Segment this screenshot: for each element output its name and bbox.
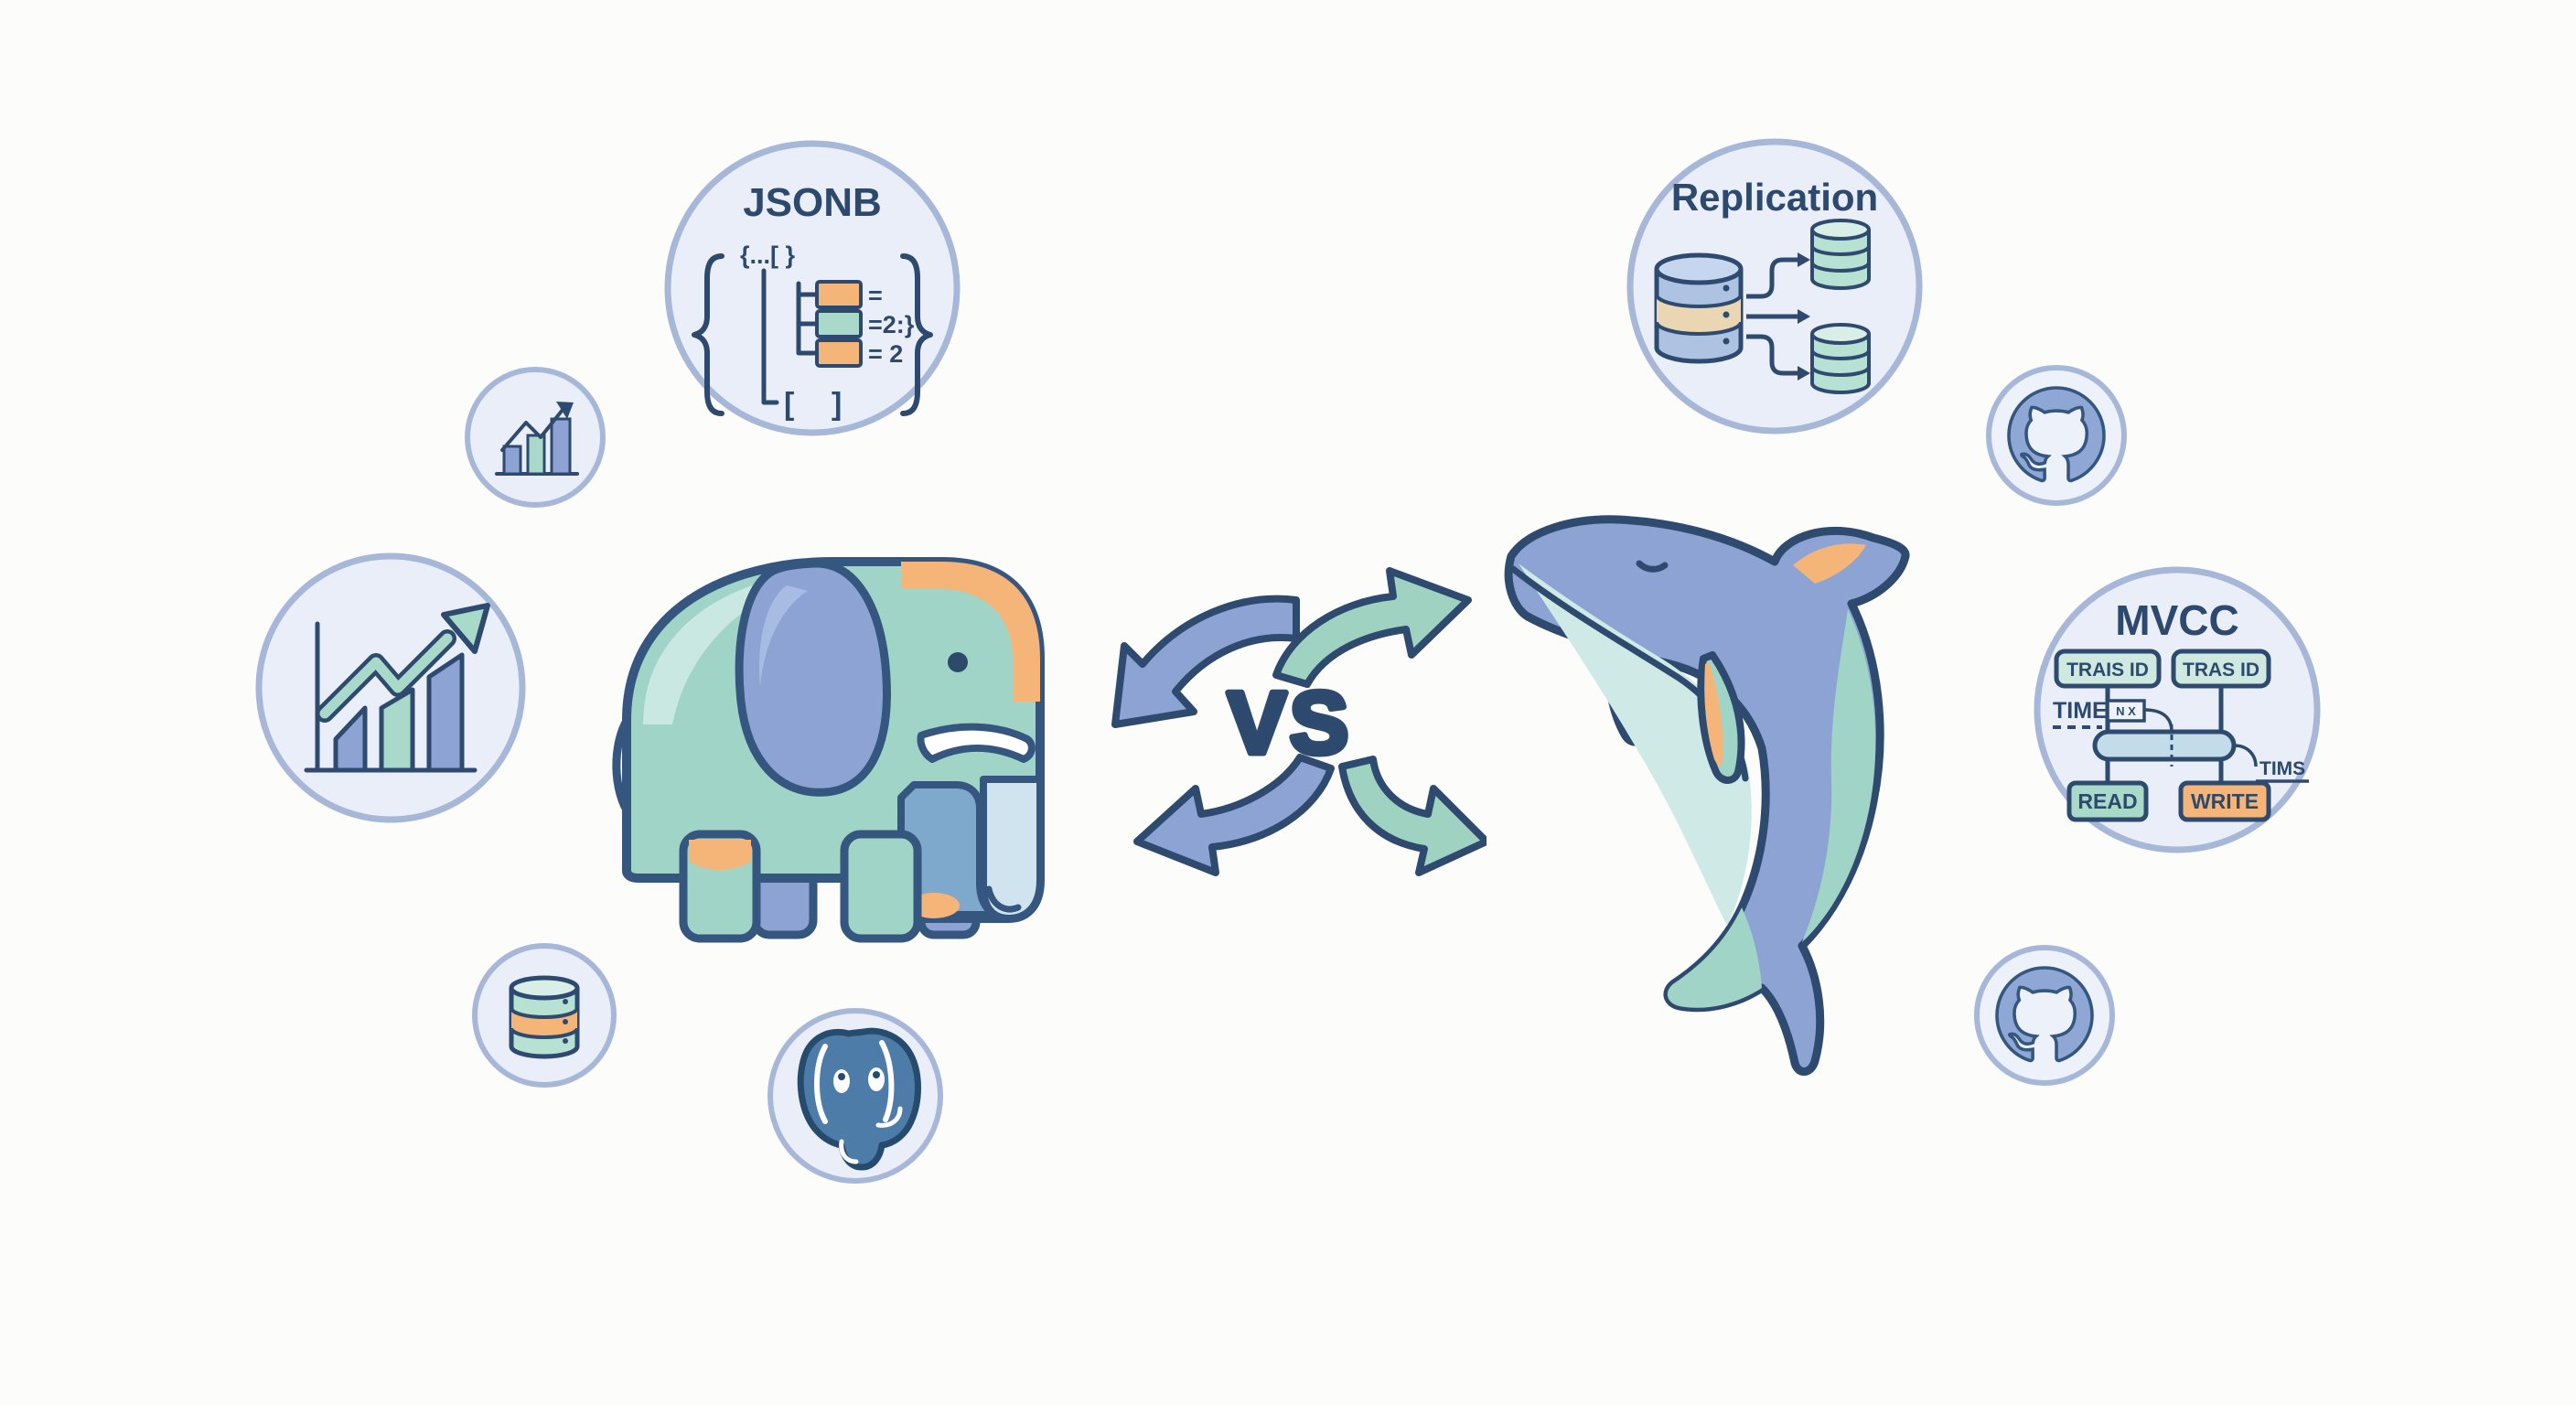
elephant-body-highlight	[643, 571, 835, 724]
txn-left-label: TRAIS ID	[2066, 660, 2149, 681]
write-label: WRITE	[2191, 789, 2259, 813]
mvcc-diagram: TRAIS ID TRAS ID TIME N X TIMS READ WRIT…	[2053, 649, 2309, 822]
tree-branch-lines	[796, 281, 818, 356]
elephant-eye	[948, 652, 968, 672]
json-field-rect-green	[815, 309, 863, 338]
replica-database-icon	[1810, 219, 1871, 290]
elephant-ear	[735, 559, 891, 797]
database-cylinder-icon	[509, 975, 580, 1059]
left-brace-icon	[692, 253, 724, 416]
swap-arrow-green-bottom	[1338, 756, 1487, 876]
replication-title: Replication	[1671, 176, 1878, 219]
vs-label: VS	[1228, 674, 1352, 772]
dolphin-eye	[1636, 560, 1669, 573]
elephant-trunk	[980, 776, 1044, 922]
badge-circle	[664, 140, 961, 436]
json-row-label: = 2	[868, 340, 903, 368]
postgresql-logo-badge	[767, 1008, 943, 1184]
right-brace-icon	[900, 253, 933, 416]
growth-chart-badge	[255, 552, 526, 823]
elephant-ear-highlight	[759, 585, 808, 686]
trend-arrow-fill	[319, 633, 453, 719]
version-pill	[2092, 729, 2237, 762]
nx-label: N X	[2116, 704, 2136, 718]
dolphin-tail-fluke	[1667, 907, 1762, 1008]
mvcc-badge: MVCC TRAIS ID TRAS ID TIME N X TIMS READ…	[2034, 566, 2321, 853]
elephant-leg-accent	[689, 840, 751, 870]
json-row-label: =	[868, 282, 883, 309]
replication-cylinders-icon	[1654, 219, 1871, 394]
elephant-head-accent	[901, 562, 1040, 702]
bracket-close: ]	[832, 387, 842, 422]
trend-arrowhead-icon	[441, 603, 490, 654]
replication-arrowhead-icon	[1798, 252, 1810, 381]
tree-stem-line	[761, 268, 779, 405]
database-badge	[472, 943, 617, 1088]
read-box	[2066, 780, 2149, 822]
jsonb-code-top: {...[ }	[740, 241, 796, 269]
github-badge-bottom	[1974, 945, 2115, 1086]
replication-badge: Replication	[1626, 138, 1923, 434]
jsonb-title: JSONB	[743, 180, 882, 225]
bracket-open: [	[784, 387, 794, 422]
swap-arrow-blue-bottom	[1133, 754, 1335, 876]
mysql-dolphin-illustration	[1504, 515, 1910, 1076]
time-label: TIME	[2053, 698, 2108, 724]
replica-database-icon	[1810, 323, 1871, 394]
txn-right-box	[2171, 649, 2271, 689]
write-box	[2178, 780, 2271, 822]
github-badge-top	[1986, 365, 2127, 506]
dolphin-fin-accent	[1704, 662, 1723, 767]
swap-arrow-green-top	[1272, 567, 1472, 688]
elephant-trunk-curl	[985, 885, 1022, 913]
read-label: READ	[2077, 789, 2137, 813]
mini-bar-chart-icon	[495, 402, 579, 476]
swap-arrow-blue-top	[1111, 595, 1300, 728]
txn-left-box	[2054, 649, 2162, 689]
tims-label: TIMS	[2259, 758, 2305, 779]
vs-swap-arrows: VS	[1111, 567, 1487, 876]
postgres-elephant-illustration	[612, 557, 1045, 943]
dolphin-dorsal-accent	[1793, 543, 1866, 584]
primary-database-icon	[1654, 252, 1744, 364]
connector-curve	[2233, 744, 2258, 767]
json-field-rect-orange	[815, 338, 863, 368]
mini-bar-chart-badge	[465, 367, 606, 508]
replication-arrow-icon	[1746, 257, 1798, 376]
mvcc-title: MVCC	[2115, 596, 2238, 644]
dolphin-side-stripe	[1802, 609, 1876, 942]
elephant-front-leg	[840, 830, 922, 943]
postgresql-elephant-logo-icon	[797, 1027, 921, 1171]
growth-chart-icon	[304, 603, 490, 773]
txn-right-label: TRAS ID	[2183, 660, 2259, 681]
jsonb-badge: JSONB {...[ } = =2:} = 2 [ ]	[664, 140, 961, 436]
json-row-label: =2:}	[868, 311, 915, 338]
dolphin-belly	[1519, 563, 1752, 926]
elephant-front-leg	[679, 830, 761, 943]
github-octocat-icon	[2007, 386, 2106, 483]
jsonb-diagram: {...[ } = =2:} = 2 [ ]	[692, 241, 933, 422]
json-field-rect-orange	[815, 280, 863, 309]
github-octocat-icon	[1995, 966, 2094, 1063]
elephant-tusk	[917, 723, 1036, 763]
